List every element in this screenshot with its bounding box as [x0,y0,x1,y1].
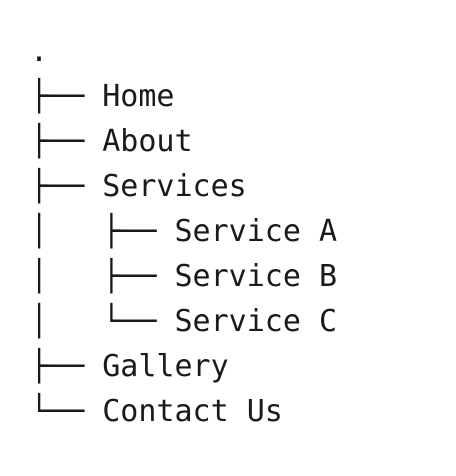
tree-item-label: Service B [174,259,338,294]
tree-item-home: ├── Home [30,74,450,119]
tree-item-label: Gallery [102,349,229,384]
tree-item-service-a: │ ├── Service A [30,209,450,254]
tree-item-services: ├── Services [30,164,450,209]
tree-root-label: . [30,34,49,69]
tree-item-label: Home [102,79,175,114]
tree-item-label: Contact Us [102,394,283,429]
tree-item-service-b: │ ├── Service B [30,254,450,299]
tree-branch: └── [30,394,103,429]
tree-branch: ├── [30,169,103,204]
tree-branch: ├── [30,79,103,114]
tree-branch: │ └── [30,304,175,339]
tree-branch: │ ├── [30,214,175,249]
tree-item-service-c: │ └── Service C [30,299,450,344]
tree-item-label: Services [102,169,247,204]
tree-branch: ├── [30,124,103,159]
site-map-tree: . ├── Home ├── About ├── Services │ ├── … [30,29,450,434]
tree-item-label: Service A [174,214,338,249]
tree-branch: │ ├── [30,259,175,294]
tree-item-gallery: ├── Gallery [30,344,450,389]
tree-item-label: Service C [174,304,338,339]
tree-root: . [30,29,450,74]
tree-item-label: About [102,124,193,159]
tree-item-contact-us: └── Contact Us [30,389,450,434]
tree-item-about: ├── About [30,119,450,164]
tree-branch: ├── [30,349,103,384]
